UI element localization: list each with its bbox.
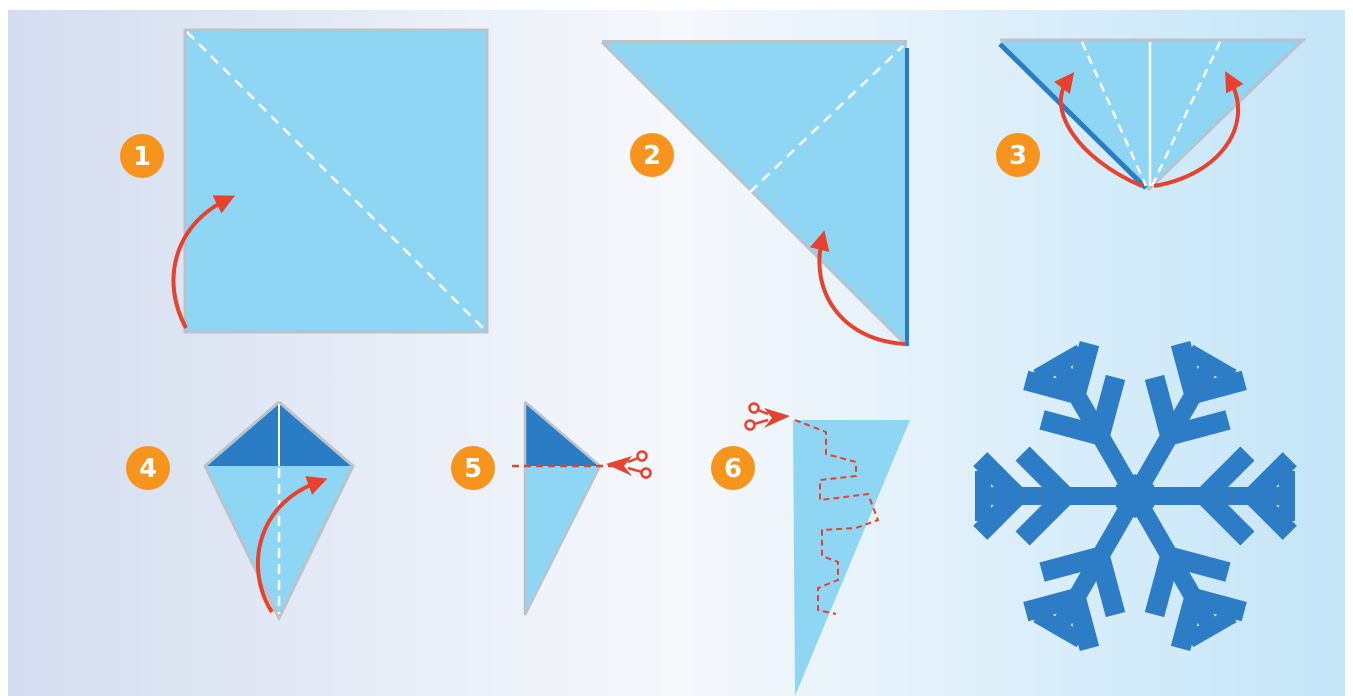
- step-badge-6: 6: [711, 446, 755, 490]
- step-badge-2: 2: [630, 133, 674, 177]
- step-number-5: 5: [464, 454, 482, 484]
- step-number-1: 1: [133, 142, 151, 172]
- step-number-6: 6: [724, 454, 742, 484]
- step-number-2: 2: [643, 141, 661, 171]
- step-badge-4: 4: [126, 446, 170, 490]
- step-badge-5: 5: [451, 446, 495, 490]
- step-number-3: 3: [1009, 141, 1027, 171]
- step-badge-1: 1: [120, 134, 164, 178]
- step-badge-3: 3: [996, 133, 1040, 177]
- step-number-4: 4: [139, 454, 157, 484]
